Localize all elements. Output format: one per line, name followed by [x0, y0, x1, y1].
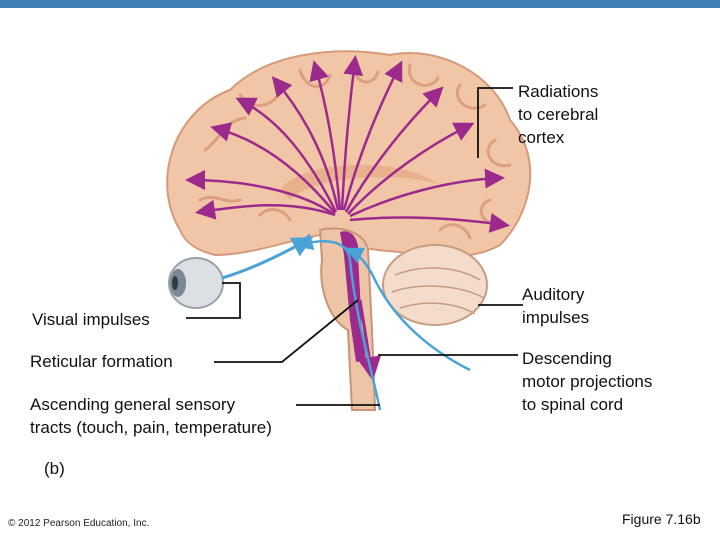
- label-visual: Visual impulses: [32, 310, 150, 329]
- cerebellum: [382, 244, 488, 326]
- top-accent-bar: [0, 0, 720, 8]
- label-radiations: Radiations to cerebral cortex: [518, 82, 599, 147]
- label-auditory: Auditory impulses: [522, 285, 590, 327]
- leader-lines: [186, 87, 523, 406]
- label-ascending: Ascending general sensory tracts (touch,…: [30, 395, 272, 437]
- panel-label: (b): [44, 459, 65, 478]
- cerebrum: [166, 50, 532, 259]
- label-descending: Descending motor projections to spinal c…: [522, 349, 653, 414]
- copyright: © 2012 Pearson Education, Inc.: [8, 518, 150, 529]
- auditory-tract: [345, 247, 471, 372]
- reticular-tract: [340, 231, 366, 362]
- label-reticular: Reticular formation: [30, 352, 173, 371]
- corpus-callosum: [280, 164, 440, 200]
- figure-number: Figure 7.16b: [622, 511, 701, 527]
- radiation-arrows: [185, 55, 510, 233]
- eyeball-icon: [168, 257, 224, 309]
- ascending-tract: [295, 233, 382, 411]
